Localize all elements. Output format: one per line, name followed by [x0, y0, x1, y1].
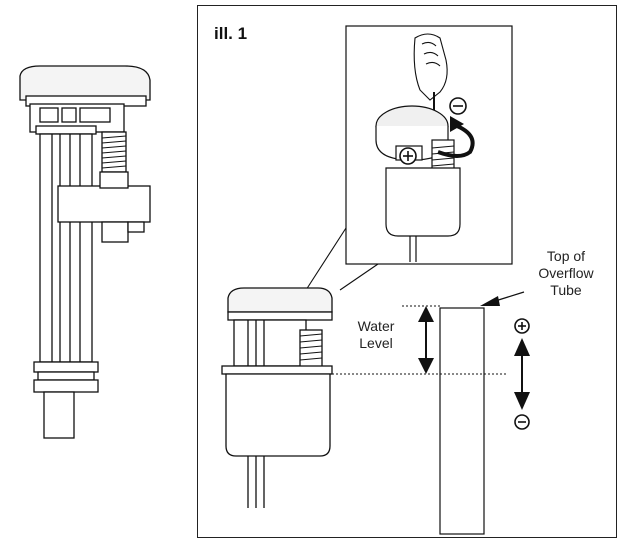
inset-minus-icon	[449, 97, 467, 115]
frame-fill-valve	[221, 287, 333, 508]
illustration-frame	[197, 5, 617, 538]
valve-cap	[19, 65, 151, 101]
water-level-arrow-down	[418, 358, 434, 374]
overflow-pointer-head	[480, 296, 500, 306]
adjust-arrow-up	[514, 338, 530, 356]
callout-line-left	[305, 227, 347, 291]
water-level-arrow-up	[418, 306, 434, 322]
valve-shank	[43, 391, 75, 439]
adjust-arrow-down	[514, 392, 530, 410]
adjust-plus-icon	[514, 318, 530, 334]
rotation-arrow	[437, 122, 475, 158]
water-level-label: Water Level	[357, 318, 395, 351]
illustration-title: ill. 1	[214, 24, 248, 43]
inset-plus-icon	[399, 147, 417, 165]
top-of-overflow-tube-label: Top of Overflow Tube	[538, 248, 594, 298]
overflow-tube	[439, 307, 485, 535]
adjust-spring	[101, 135, 127, 169]
fill-valve-drawing	[19, 65, 151, 439]
valve-base-nut	[33, 361, 99, 373]
callout-line-right	[339, 263, 379, 291]
valve-shaft	[39, 133, 93, 363]
adjust-minus-icon	[514, 414, 530, 430]
rotation-arrow-head	[450, 116, 464, 132]
float-cup	[57, 185, 151, 223]
